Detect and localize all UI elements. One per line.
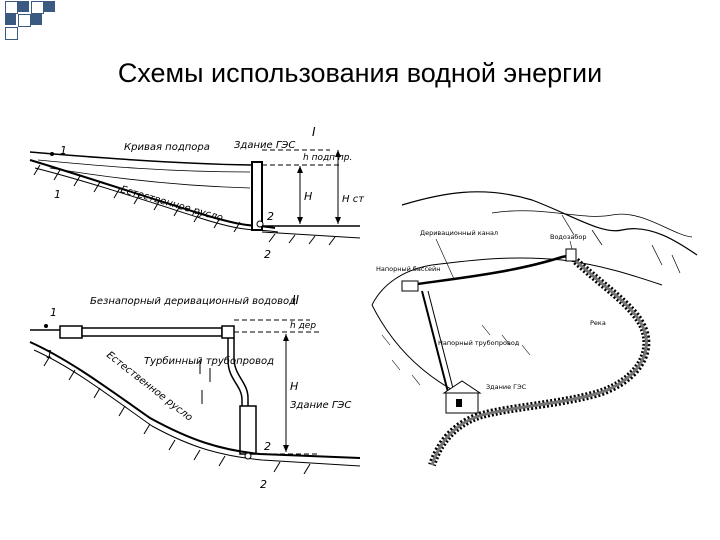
label-hpp-building: Здание ГЭС xyxy=(486,383,527,391)
label-turbine-pipeline: Турбинный трубопровод xyxy=(144,355,274,367)
scheme-derivation-diagram: 1 1 2 2 II Безнапорный деривационный вод… xyxy=(29,293,361,491)
scheme-backwater-diagram: 1 1 2 2 I Кривая подпора Здание ГЭС h по… xyxy=(29,125,365,261)
slide-title: Схемы использования водной энергии xyxy=(117,58,603,88)
label-roman-1: I xyxy=(312,125,316,139)
label-natural-bed: Естественное русло xyxy=(119,184,224,224)
label-H: H xyxy=(290,380,298,393)
label-point-2b: 2 xyxy=(260,478,267,491)
landscape-derivation-picture: Деривационный канал Водозабор Напорный б… xyxy=(371,191,698,467)
label-station-building: Здание ГЭС xyxy=(234,140,295,151)
deco-square xyxy=(18,14,31,27)
label-pressure-basin: Напорный бассейн xyxy=(376,265,441,273)
label-point-2: 2 xyxy=(264,440,271,453)
label-H: H xyxy=(304,190,312,203)
label-water-intake: Водозабор xyxy=(550,233,586,241)
label-point-2: 2 xyxy=(267,210,274,223)
label-roman-2: II xyxy=(292,293,300,307)
label-station-building: Здание ГЭС xyxy=(290,400,351,411)
deco-square xyxy=(5,14,16,25)
label-point-1b: 1 xyxy=(54,188,61,201)
label-derivation-canal: Деривационный канал xyxy=(420,229,498,237)
deco-square xyxy=(18,1,29,12)
deco-square xyxy=(31,14,42,25)
label-h-podp: h подп пр. xyxy=(303,153,352,163)
label-point-1: 1 xyxy=(60,144,67,157)
label-point-1b: 1 xyxy=(46,348,53,361)
label-H-st: H ст xyxy=(342,194,365,205)
label-point-2b: 2 xyxy=(264,248,271,261)
deco-square xyxy=(5,27,18,40)
label-h-der: h дер xyxy=(290,321,316,331)
label-backwater-curve: Кривая подпора xyxy=(124,142,210,153)
deco-square xyxy=(5,1,18,14)
deco-square xyxy=(44,1,55,12)
label-river: Река xyxy=(590,319,606,327)
label-point-1: 1 xyxy=(50,306,57,319)
label-penstock: Напорный трубопровод xyxy=(438,339,520,347)
deco-square xyxy=(31,1,44,14)
label-derivation-channel: Безнапорный деривационный водовод xyxy=(90,296,296,307)
